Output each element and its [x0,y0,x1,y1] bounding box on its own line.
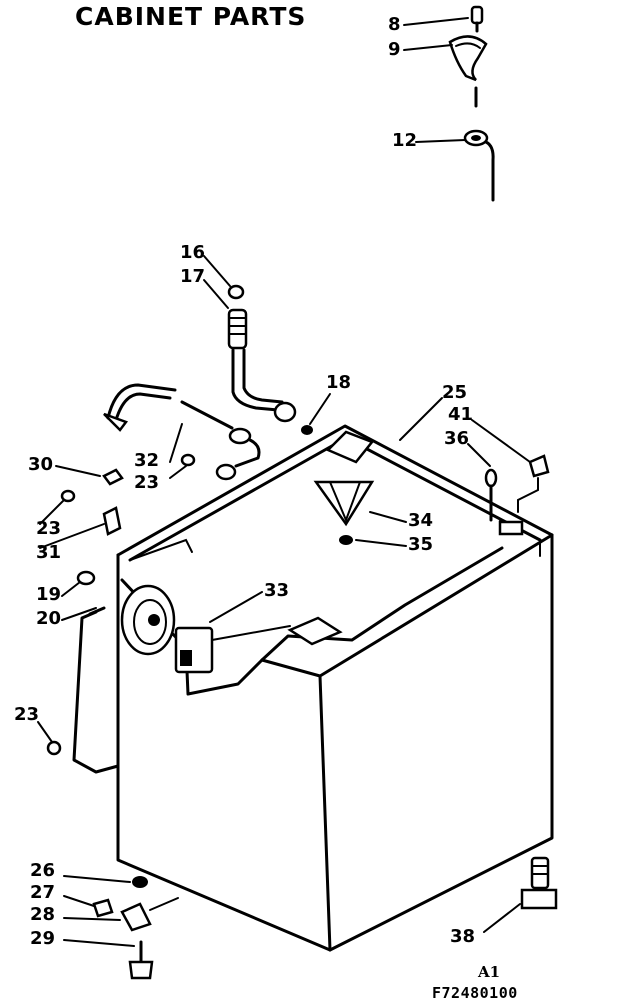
part-32-tube [103,383,261,481]
part-30-31-clip [60,453,196,536]
callout-32: 32 [134,450,160,471]
callout-9: 9 [388,39,401,60]
callout-35: 35 [408,534,434,555]
callout-29: 29 [30,928,56,949]
part-38-leg [520,856,558,910]
callout-28: 28 [30,904,56,925]
callout-34: 34 [408,510,434,531]
diagram-title: CABINET PARTS [75,2,307,31]
callout-27: 27 [30,882,56,903]
part-8-screw [470,5,484,33]
part-20-panel [46,570,120,774]
callout-12: 12 [392,130,418,151]
part-number-code: F72480100 [432,984,518,1002]
callout-38: 38 [450,926,476,947]
part-9-clip [448,35,488,108]
figure-code: A1 [478,963,501,981]
callout-33: 33 [264,580,290,601]
callout-18: 18 [326,372,352,393]
callout-23-left: 23 [36,518,62,539]
leader-lines [37,17,531,947]
part-26-29-leg [92,876,179,980]
callout-8: 8 [388,14,401,35]
callout-41: 41 [448,404,474,425]
callout-36: 36 [444,428,470,449]
callout-26: 26 [30,860,56,881]
callout-16: 16 [180,242,206,263]
callout-25: 25 [442,382,468,403]
callout-23-lower: 23 [14,704,40,725]
part-25-cabinet [116,424,554,952]
callout-31: 31 [36,542,62,563]
callout-17: 17 [180,266,206,287]
callout-30: 30 [28,454,54,475]
part-12-grommet [463,129,495,202]
callout-20: 20 [36,608,62,629]
callout-23-upper: 23 [134,472,160,493]
callout-19: 19 [36,584,62,605]
part-16-17-hose [227,284,313,435]
